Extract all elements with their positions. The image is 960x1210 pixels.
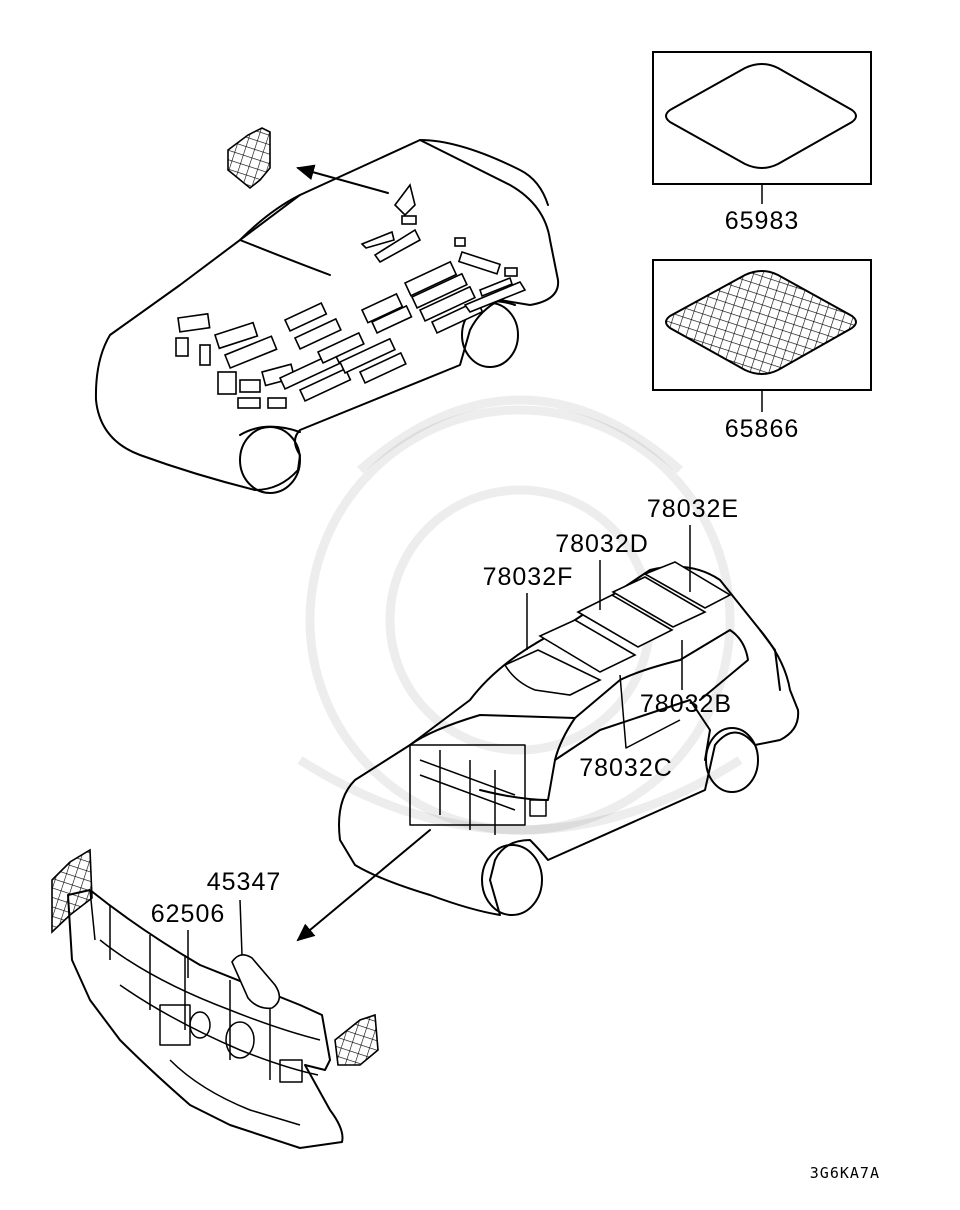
part-box-65866: 65866 [652, 259, 872, 443]
arrow-to-dash-panel [296, 829, 431, 942]
vehicle-roof-view [296, 525, 800, 942]
dash-panel [51, 848, 379, 1149]
label-78032E: 78032E [647, 495, 739, 523]
dash-area-on-vehicle [409, 744, 547, 835]
label-65983: 65983 [725, 207, 800, 235]
watermark [297, 395, 743, 835]
hatched-pad-small [227, 127, 271, 190]
roof-pad-78032E [643, 561, 732, 609]
diagram-code: 3G6KA7A [810, 1164, 880, 1182]
hatched-pad-left [51, 848, 93, 934]
arrow-to-pad [296, 164, 389, 194]
label-78032B: 78032B [640, 690, 732, 718]
vehicle-floor-view [94, 127, 560, 494]
hatched-pad-right [334, 1013, 379, 1066]
label-78032D: 78032D [555, 530, 649, 558]
label-65866: 65866 [725, 415, 800, 443]
label-78032F: 78032F [483, 563, 574, 591]
label-62506: 62506 [151, 900, 226, 928]
part-box-65983: 65983 [652, 51, 872, 235]
roof-pad-78032B [611, 576, 707, 628]
label-45347: 45347 [207, 868, 282, 896]
roof-pad-78032F [503, 649, 602, 696]
floor-pads [175, 183, 527, 409]
roof-pad-78032C [538, 619, 637, 673]
label-78032C: 78032C [579, 754, 673, 782]
